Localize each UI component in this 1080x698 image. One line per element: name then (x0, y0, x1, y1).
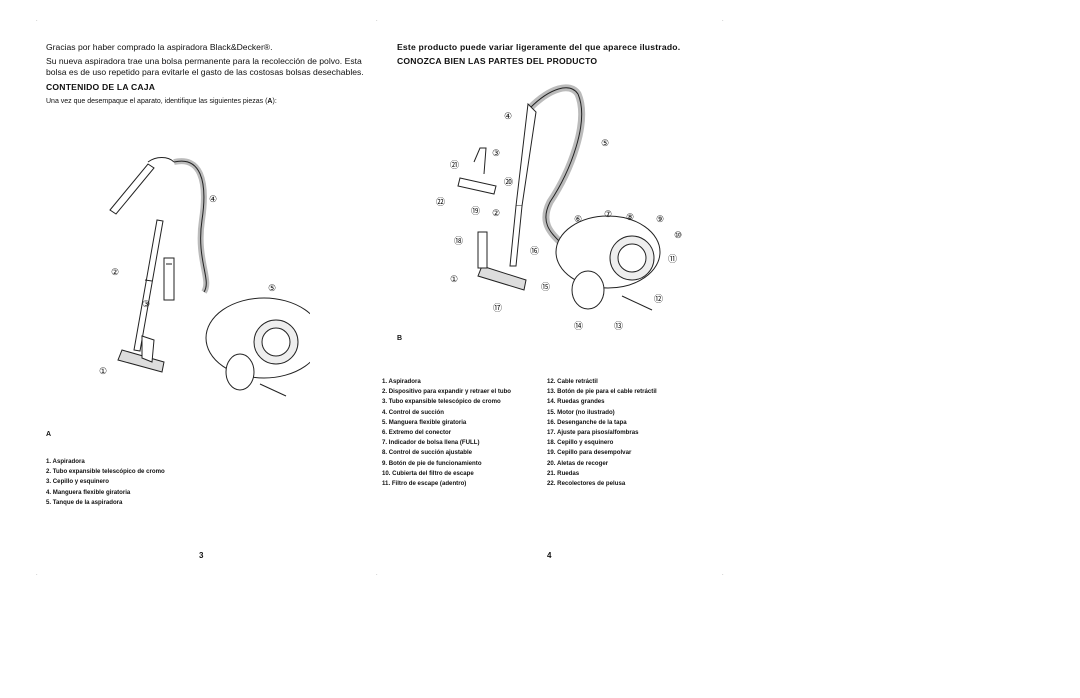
callout-9: ⑨ (656, 214, 665, 224)
callout-1: ① (450, 274, 459, 284)
callout-2: ② (111, 267, 120, 277)
parts-list-col2: 12. Cable retráctil 13. Botón de pie par… (547, 377, 657, 489)
list-item: 15. Motor (no ilustrado) (547, 408, 615, 416)
list-item: 3. Tubo expansible telescópico de cromo (382, 398, 501, 406)
list-item: 10. Cubierta del filtro de escape (382, 469, 474, 477)
crop-mark: · (722, 572, 724, 578)
callout-22: ㉒ (436, 197, 446, 207)
callout-8: ⑧ (626, 212, 635, 222)
figure-a-label: A (46, 431, 52, 438)
list-item: 13. Botón de pie para el cable retráctil (547, 388, 657, 396)
callout-3: ③ (492, 148, 501, 158)
list-item: 7. Indicador de bolsa llena (FULL) (382, 439, 480, 447)
list-item: 16. Desenganche de la tapa (547, 418, 627, 426)
callout-13: ⑬ (614, 321, 624, 331)
callout-4: ④ (504, 111, 513, 121)
list-item: 19. Cepillo para desempolvar (547, 449, 632, 457)
list-item: 20. Aletas de recoger (547, 459, 609, 467)
list-item: 1. Aspiradora (46, 458, 85, 465)
figure-a-illustration (109, 157, 310, 397)
section-heading-box-contents: CONTENIDO DE LA CAJA (46, 82, 156, 92)
crop-mark: · (36, 18, 38, 24)
callout-6: ⑥ (574, 214, 583, 224)
callout-7: ⑦ (604, 209, 613, 219)
list-item: 11. Filtro de escape (adentro) (382, 480, 467, 488)
list-item: 14. Ruedas grandes (547, 398, 605, 406)
callout-12: ⑫ (654, 294, 664, 304)
product-note: Este producto puede variar ligeramente d… (397, 42, 681, 52)
figure-b-illustration (457, 84, 661, 311)
unpack-instruction: Una vez que desempaque el aparato, ident… (46, 98, 277, 105)
list-item: 3. Cepillo y esquinero (46, 478, 109, 486)
list-item: 9. Botón de pie de funcionamiento (382, 459, 482, 467)
list-item: 1. Aspiradora (382, 378, 421, 385)
list-item: 5. Tanque de la aspiradora (46, 498, 123, 506)
page-number-right: 4 (547, 551, 552, 560)
intro-paragraph: Su nueva aspiradora trae una bolsa perma… (46, 56, 364, 78)
list-item: 17. Ajuste para pisos/alfombras (547, 429, 639, 437)
callout-5: ⑤ (268, 283, 277, 293)
box-contents-list: 1. Aspiradora 2. Tubo expansible telescó… (46, 457, 165, 508)
list-item: 22. Recolectores de pelusa (547, 480, 626, 488)
callout-1: ① (99, 366, 108, 376)
list-item: 8. Control de succión ajustable (382, 449, 473, 457)
callout-18: ⑱ (454, 236, 464, 246)
intro-text: Gracias por haber comprado la aspiradora… (46, 42, 273, 52)
callout-19: ⑲ (471, 206, 481, 216)
figure-b-label: B (397, 335, 403, 342)
callout-21: ㉑ (450, 160, 460, 170)
callout-17: ⑰ (493, 303, 503, 313)
page-number-left: 3 (199, 551, 204, 560)
list-item: 4. Control de succión (382, 408, 444, 416)
callout-4: ④ (209, 194, 218, 204)
callout-15: ⑮ (541, 282, 551, 292)
crop-mark: · (376, 572, 378, 578)
callout-3: ③ (142, 299, 151, 309)
list-item: 5. Manguera flexible giratoria (382, 418, 467, 426)
list-item: 12. Cable retráctil (547, 378, 598, 385)
list-item: 21. Ruedas (547, 469, 580, 477)
section-heading-parts: CONOZCA BIEN LAS PARTES DEL PRODUCTO (397, 56, 598, 66)
callout-2: ② (492, 208, 501, 218)
crop-mark: · (376, 18, 378, 24)
callout-5: ⑤ (601, 138, 610, 148)
callout-16: ⑯ (530, 246, 540, 256)
callout-10: ⑩ (674, 230, 683, 240)
list-item: 2. Dispositivo para expandir y retraer e… (382, 388, 512, 396)
crop-mark: · (722, 18, 724, 24)
callout-14: ⑭ (574, 321, 584, 331)
list-item: 2. Tubo expansible telescópico de cromo (46, 468, 165, 476)
list-item: 6. Extremo del conector (382, 429, 452, 437)
parts-list-col1: 1. Aspiradora 2. Dispositivo para expand… (382, 377, 511, 489)
list-item: 4. Manguera flexible giratoria (46, 488, 131, 496)
callout-11: ⑪ (668, 254, 678, 264)
list-item: 18. Cepillo y esquinero (547, 439, 614, 447)
crop-mark: · (36, 572, 38, 578)
callout-20: ⑳ (504, 177, 514, 187)
